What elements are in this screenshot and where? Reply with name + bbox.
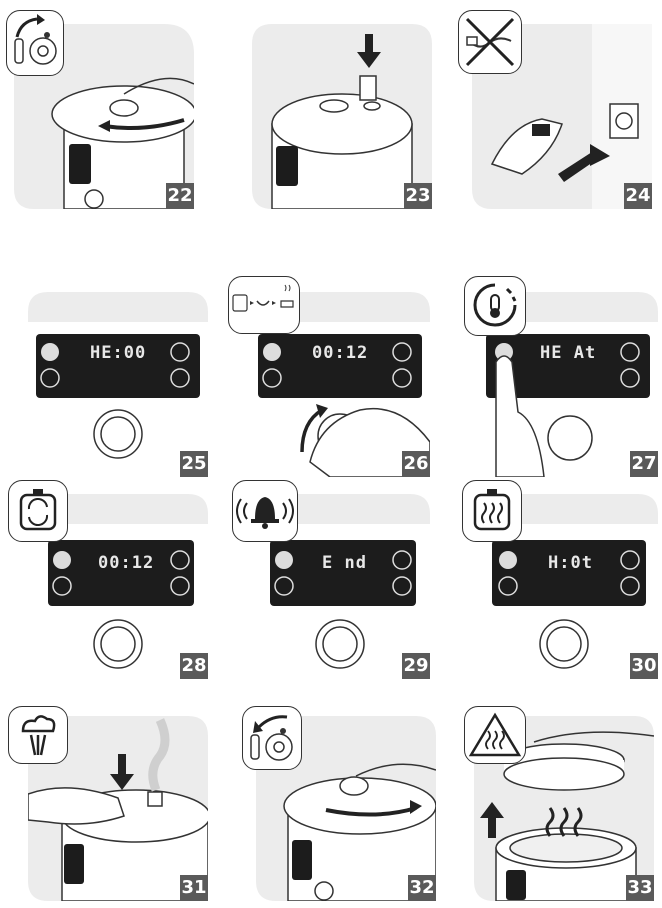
lcd-readout: 00:12 xyxy=(312,343,368,363)
step-panel-29: E nd 29 xyxy=(250,494,430,679)
control-panel-illustration: HE:00 xyxy=(28,292,208,477)
valve-insert-illustration xyxy=(252,24,432,209)
step-number: 29 xyxy=(402,653,430,679)
rotate-lid-icon xyxy=(6,10,64,76)
step-number: 30 xyxy=(630,653,658,679)
keep-warm-icon xyxy=(462,480,522,542)
lcd-readout: E nd xyxy=(322,553,367,573)
lcd-readout: HE:00 xyxy=(90,343,146,363)
lcd-readout: H:0t xyxy=(548,553,593,573)
step-number: 28 xyxy=(180,653,208,679)
steam-release-icon xyxy=(8,706,68,764)
step-number: 32 xyxy=(408,875,436,901)
alarm-bell-icon xyxy=(232,480,298,542)
rotate-lid-open-icon xyxy=(242,706,302,770)
thermometer-timer-icon xyxy=(464,276,526,336)
hot-surface-warning-icon xyxy=(464,706,526,764)
step-number: 25 xyxy=(180,451,208,477)
step-panel-26: 00:12 26 xyxy=(250,292,430,477)
step-panel-32: 32 xyxy=(256,716,436,901)
step-number: 33 xyxy=(626,875,654,901)
step-number: 27 xyxy=(630,451,658,477)
step-panel-30: H:0t 30 xyxy=(478,494,658,679)
step-panel-23: 23 xyxy=(252,24,432,209)
step-number: 23 xyxy=(404,183,432,209)
unplug-icon xyxy=(458,10,522,74)
lcd-readout: HE At xyxy=(540,343,596,363)
step-number: 22 xyxy=(166,183,194,209)
step-panel-24: 24 xyxy=(472,24,652,209)
step-panel-22: 22 xyxy=(14,24,194,209)
lcd-readout: 00:12 xyxy=(98,553,154,573)
step-panel-28: 00:12 28 xyxy=(28,494,208,679)
step-panel-27: HE At 27 xyxy=(478,292,658,477)
menu-sequence-icon xyxy=(228,276,300,334)
step-panel-31: 31 xyxy=(28,716,208,901)
step-number: 24 xyxy=(624,183,652,209)
step-number: 31 xyxy=(180,875,208,901)
step-panel-33: 33 xyxy=(474,716,654,901)
cooking-cycle-icon xyxy=(8,480,68,542)
step-number: 26 xyxy=(402,451,430,477)
step-panel-25: HE:00 25 xyxy=(28,292,208,477)
